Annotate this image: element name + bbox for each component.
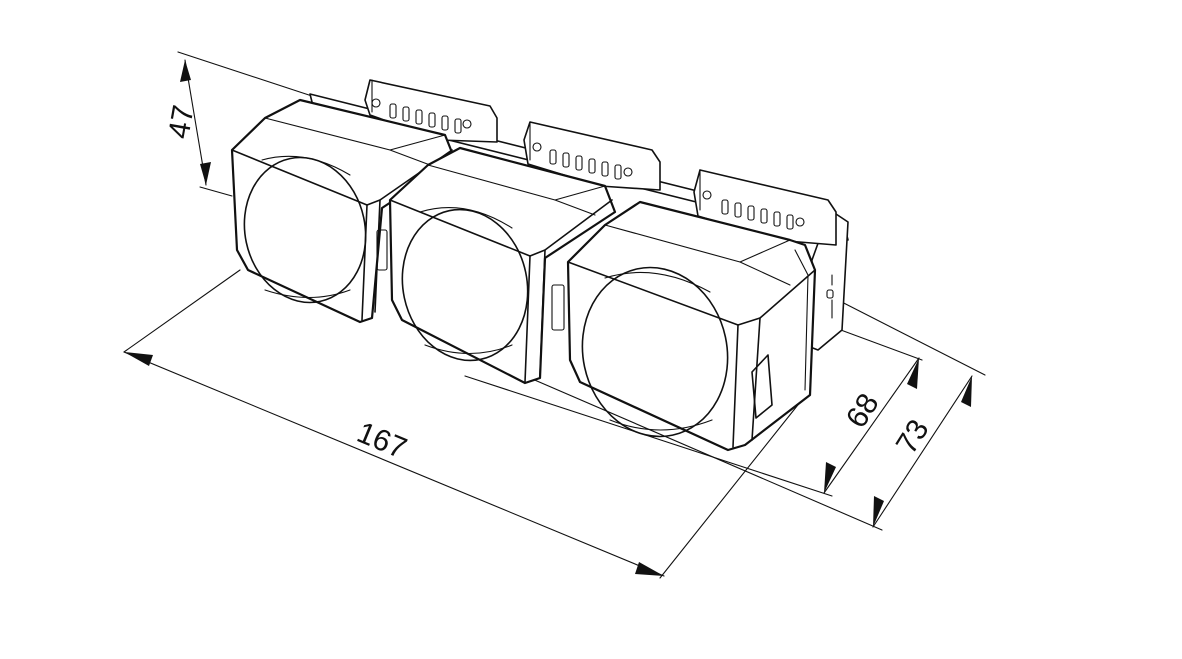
arrowhead-68-top <box>907 358 919 389</box>
terminal-block-1 <box>364 79 498 143</box>
extension-line-bottom <box>199 186 233 197</box>
height-label: 47 <box>162 103 200 142</box>
arrowhead-73-bottom <box>873 496 884 527</box>
module-3 <box>566 200 817 452</box>
arrowhead-73-top <box>961 376 972 407</box>
extension-line-left <box>123 269 241 353</box>
depth-outer-label: 73 <box>890 414 936 460</box>
extension-line-back-outer <box>829 295 986 376</box>
arrowhead-bottom <box>200 162 211 185</box>
arrowhead-left <box>124 352 153 366</box>
dimension-line-73 <box>872 375 973 528</box>
extension-line-front-outer <box>529 377 883 531</box>
arrowhead-top <box>180 60 191 82</box>
extension-line-right <box>659 395 806 579</box>
arrowhead-68-bottom <box>824 462 836 493</box>
dimension-line-68 <box>823 357 920 494</box>
length-label: 167 <box>352 416 411 466</box>
module-2 <box>388 146 617 385</box>
dimension-line <box>123 351 665 577</box>
triple-module-assembly <box>230 79 849 452</box>
module-1 <box>230 98 457 324</box>
extension-line-back-inner <box>829 325 923 361</box>
dimension-height: 47 <box>162 51 316 197</box>
terminal-block-3 <box>693 169 837 246</box>
extension-line-top <box>177 51 316 98</box>
dimension-length: 167 <box>123 269 806 579</box>
arrowhead-right <box>635 562 664 576</box>
depth-inner-label: 68 <box>840 388 886 434</box>
